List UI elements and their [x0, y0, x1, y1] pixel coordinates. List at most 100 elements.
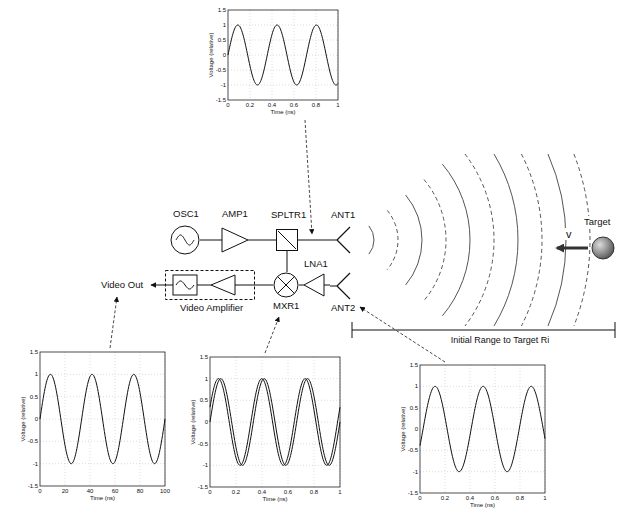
axis-title: Time (ns)	[90, 495, 115, 502]
component-label: ANT2	[330, 302, 356, 313]
component-label: LNA1	[303, 258, 329, 269]
tick-label: 0.6	[284, 489, 292, 496]
tick-label: 1	[205, 375, 208, 382]
component-label: MXR1	[272, 300, 300, 311]
tick-label: 0.5	[30, 393, 38, 400]
tick-label: 0.4	[268, 102, 276, 109]
tick-label: 0	[223, 52, 226, 59]
axis-title: Voltage (relative)	[20, 396, 27, 441]
tick-label: 80	[137, 488, 144, 495]
tick-label: 0.2	[441, 495, 449, 502]
wave-front	[465, 154, 494, 326]
axis-title: Voltage (relative)	[400, 406, 407, 451]
tick-label: 20	[62, 488, 69, 495]
tick-label: -0.5	[198, 440, 208, 447]
radar-waves	[369, 154, 590, 326]
leader-lines	[110, 120, 445, 362]
tick-label: 60	[112, 488, 119, 495]
amplifier: AMP1	[222, 228, 248, 252]
mixer-symbol	[273, 272, 299, 298]
tick-label: 0	[35, 416, 38, 423]
tick-label: 0.8	[310, 489, 318, 496]
amplifier-symbol	[222, 228, 248, 252]
tick-label: -1.5	[408, 490, 418, 497]
tick-label: 1.5	[410, 362, 418, 369]
tick-label: 0.5	[200, 397, 208, 404]
tick-label: 0.4	[258, 489, 266, 496]
tick-label: -1	[413, 468, 418, 475]
plot	[210, 357, 340, 487]
signal-wire	[255, 285, 273, 286]
tick-label: 0	[208, 489, 211, 496]
component-label: AMP1	[221, 208, 249, 219]
tick-label: 0	[205, 419, 208, 426]
axis-title: Time (ns)	[470, 502, 495, 509]
oscillator: OSC1	[170, 225, 200, 255]
antenna: ANT1	[330, 226, 350, 254]
video-amplifier-symbol	[165, 270, 255, 300]
tick-label: 0.6	[290, 102, 298, 109]
low-noise-amplifier: LNA1	[304, 274, 324, 296]
tick-label: 0.4	[466, 495, 474, 502]
tick-label: 0.5	[410, 404, 418, 411]
velocity-arrow	[557, 247, 588, 250]
tick-label: -0.5	[216, 67, 226, 74]
wave-front	[369, 226, 374, 254]
wave-front	[406, 195, 422, 285]
target-symbol	[591, 236, 615, 260]
plot	[420, 365, 545, 493]
wave-front	[521, 154, 542, 326]
wave-front	[424, 180, 446, 301]
range-label: Initial Range to Target Ri	[450, 335, 550, 345]
axis-title: Time (ns)	[270, 109, 295, 116]
tick-label: 1	[35, 371, 38, 378]
tick-label: -1.5	[28, 483, 38, 490]
output-label: Video Out	[100, 279, 144, 290]
low-noise-amplifier-symbol	[304, 274, 324, 296]
signal-wire	[298, 240, 330, 241]
antenna-symbol	[330, 226, 350, 254]
plot	[40, 352, 165, 486]
signal-plots	[40, 10, 545, 493]
tick-label: 0.2	[246, 102, 254, 109]
splitter: SPLTR1	[276, 229, 298, 251]
tick-label: 0	[226, 102, 229, 109]
tick-label: 1	[415, 383, 418, 390]
antenna-symbol	[330, 272, 350, 300]
tick-label: 0.6	[491, 495, 499, 502]
video-amplifier: Video Amplifier	[165, 270, 255, 300]
tick-label: 0	[415, 426, 418, 433]
component-label: Video Amplifier	[179, 302, 244, 313]
tick-label: 0.2	[232, 489, 240, 496]
tick-label: 1.5	[200, 354, 208, 361]
tick-label: 100	[160, 488, 170, 495]
axis-title: Time (ns)	[262, 496, 287, 503]
mixer: MXR1	[273, 272, 299, 298]
tick-label: 1	[223, 22, 226, 29]
tick-label: 40	[87, 488, 94, 495]
antenna: ANT2	[330, 272, 350, 300]
target: Target	[591, 236, 615, 260]
velocity-label: v	[565, 228, 573, 240]
wave-front	[442, 164, 470, 316]
wave-front	[387, 210, 398, 269]
component-label: ANT1	[330, 209, 356, 220]
component-label: Target	[583, 216, 611, 227]
oscillator-symbol	[170, 225, 200, 255]
tick-label: 0	[38, 488, 41, 495]
tick-label: 0.5	[218, 37, 226, 44]
plot	[228, 10, 338, 100]
signal-wire	[248, 240, 276, 241]
tick-label: 1	[338, 489, 341, 496]
tick-label: 0.8	[312, 102, 320, 109]
output-arrow	[151, 285, 165, 286]
wave-front	[574, 154, 590, 326]
axis-title: Voltage (relative)	[208, 32, 215, 77]
tick-label: 1	[336, 102, 339, 109]
tick-label: -0.5	[408, 447, 418, 454]
tick-label: 1.5	[218, 7, 226, 14]
signal-wire	[200, 240, 222, 241]
tick-label: 0.8	[516, 495, 524, 502]
tick-label: 1	[543, 495, 546, 502]
tick-label: -1	[203, 462, 208, 469]
